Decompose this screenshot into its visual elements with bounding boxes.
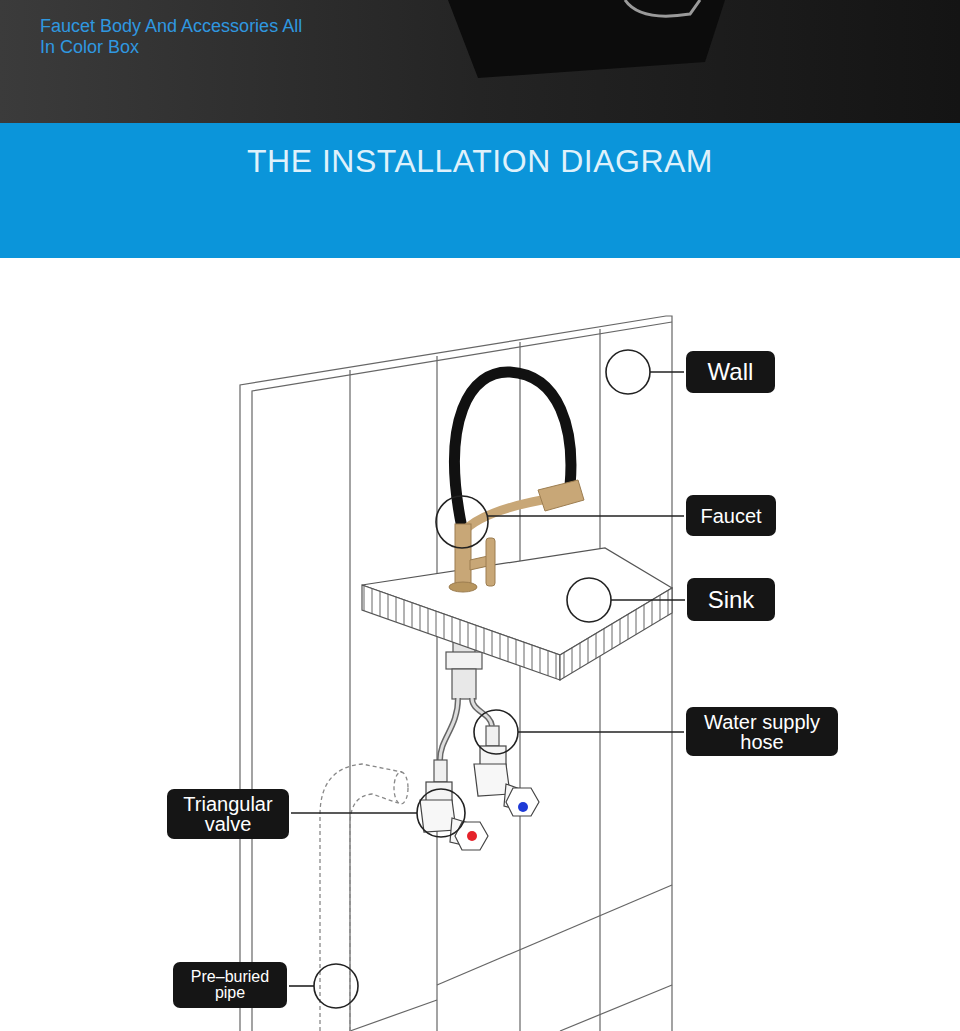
label-text: Faucet [700,506,761,526]
label-text: Sink [708,588,755,612]
top-band [0,0,960,123]
label-text: Pre–buried pipe [181,969,279,1001]
title-band [0,123,960,258]
wall-drawing [240,316,672,1031]
header-text: Faucet Body And Accessories All In Color… [40,16,308,57]
callout-label: Wall [686,351,775,393]
callout-label: Pre–buried pipe [173,962,287,1008]
box-curve [625,0,700,16]
label-text: Triangular valve [175,794,281,834]
sink-counter [362,548,672,680]
valves [420,746,539,850]
diagram-title: THE INSTALLATION DIAGRAM [0,143,960,180]
pre-buried-pipe-drawing [320,764,408,1031]
label-text: Water supply hose [694,712,830,752]
callout-label: Water supply hose [686,707,838,756]
callout-label: Faucet [686,495,776,536]
callout-label: Triangular valve [167,789,289,839]
callout-leaders [289,350,685,1008]
color-box [448,0,725,78]
faucet-drawing [449,372,584,592]
label-text: Wall [708,360,754,384]
callout-label: Sink [687,578,775,621]
